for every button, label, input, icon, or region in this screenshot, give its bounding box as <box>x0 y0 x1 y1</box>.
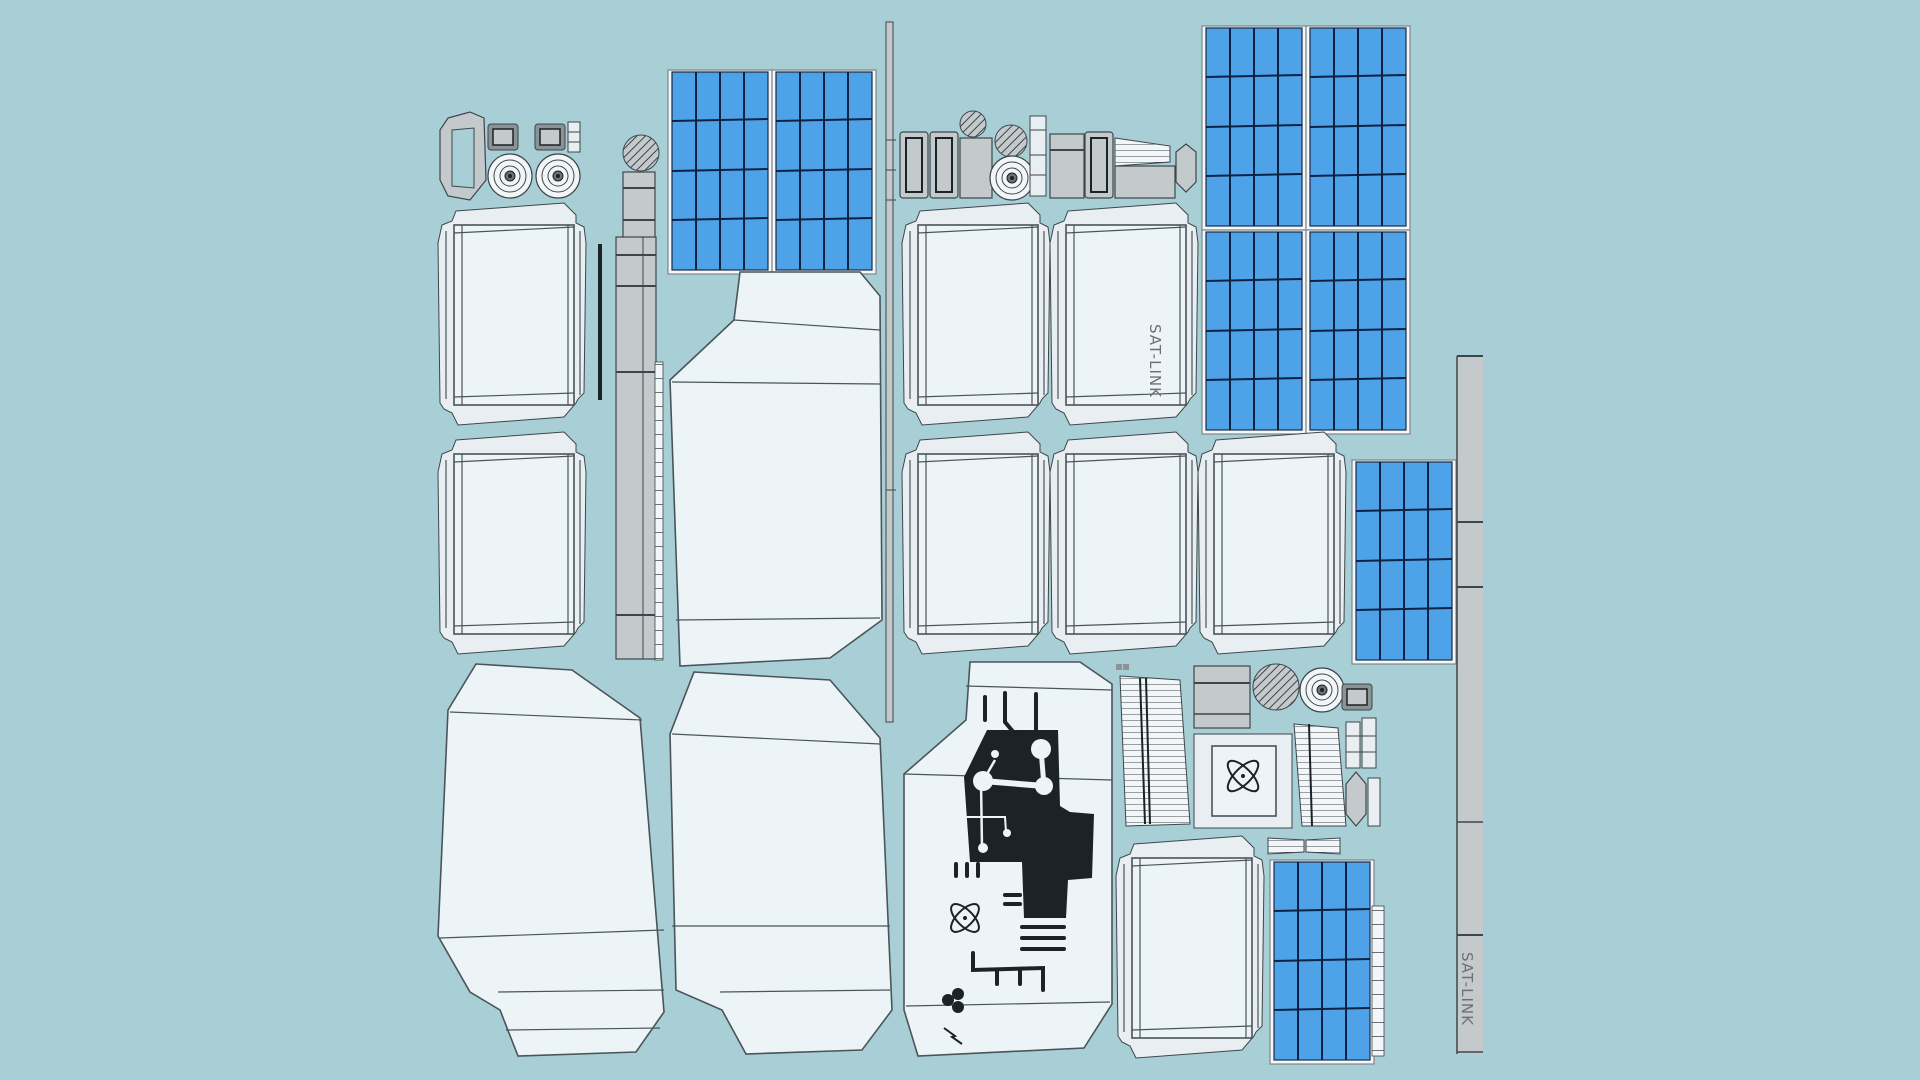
box-panel-3 <box>901 202 1051 426</box>
circuit-icon <box>957 730 1094 918</box>
hexagon-icon <box>942 988 964 1013</box>
solar-panel-middle-right <box>1351 459 1457 665</box>
solar-panel-bottom-right <box>1269 859 1375 1065</box>
hull-panel-bottom-middle <box>669 671 893 1055</box>
sat-link-label-upper: SAT-LINK <box>1146 324 1164 398</box>
small-parts-lower-right <box>1116 663 1385 1057</box>
box-panel-1 <box>437 202 587 426</box>
small-parts-top-left <box>439 111 581 201</box>
hull-panel-upper-middle <box>669 271 883 667</box>
lightning-icon <box>943 1027 963 1045</box>
circuit-panel <box>903 661 1113 1057</box>
box-panel-6 <box>1049 431 1199 655</box>
atom-icon <box>950 903 980 933</box>
box-panel-2 <box>437 431 587 655</box>
sat-link-label-strip: SAT-LINK <box>1458 952 1476 1026</box>
strut-column-left <box>598 134 664 661</box>
tall-right-strip <box>1456 355 1483 1054</box>
box-panel-5 <box>901 431 1051 655</box>
small-parts-top-middle <box>899 110 1197 201</box>
hull-panel-bottom-left <box>437 663 665 1057</box>
box-panel-7 <box>1197 431 1347 655</box>
box-panel-4 <box>1049 202 1199 426</box>
solar-panel-group-top-right <box>1201 25 1411 435</box>
solar-panel-group-top-left <box>667 69 877 275</box>
box-panel-8 <box>1115 835 1265 1059</box>
center-strip <box>885 21 896 723</box>
